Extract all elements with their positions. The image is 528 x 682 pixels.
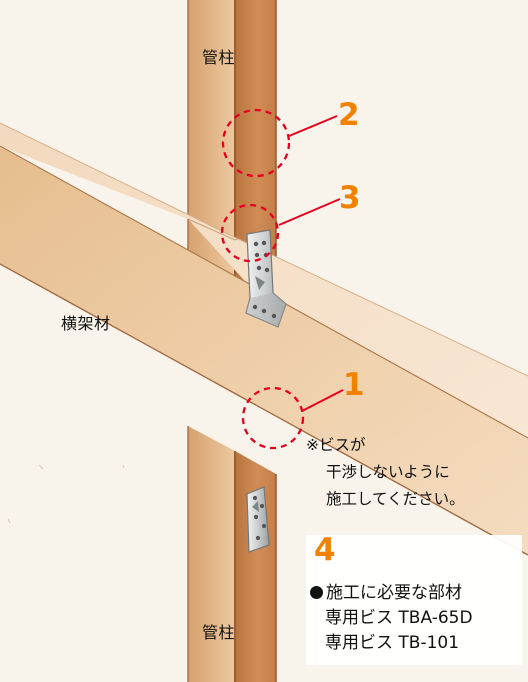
callout-line-3: [278, 198, 341, 226]
callout-line-2: [288, 115, 338, 137]
callout-line-1: [301, 389, 344, 412]
materials-panel: 4 施工に必要な部材 専用ビス TBA-65D 専用ビス TB-101: [306, 535, 522, 665]
note-line-3: 施工してください。: [326, 490, 465, 508]
post-label-bottom: 管柱: [202, 623, 236, 642]
marker-number-1: 1: [343, 367, 365, 403]
dashed-circle-1: [241, 386, 305, 450]
post-lower-left-face: [188, 426, 235, 682]
beam-label: 横架材: [61, 314, 111, 333]
beam-back-edge: [0, 122, 528, 377]
marker-number-4: 4: [314, 532, 336, 568]
materials-heading-text: 施工に必要な部材: [326, 583, 462, 603]
post-label-top: 管柱: [202, 48, 236, 67]
lower-metal-bracket: [246, 486, 270, 553]
screw-item-2: 専用ビス TB-101: [325, 633, 460, 653]
upper-metal-bracket: [245, 229, 287, 328]
beam-post-joint-top: [187, 218, 277, 241]
dashed-circle-2: [221, 108, 291, 178]
marker-number-2: 2: [338, 97, 360, 133]
materials-heading: 施工に必要な部材: [310, 585, 462, 602]
bullet-icon: [310, 586, 323, 599]
screw-item-1: 専用ビス TBA-65D: [325, 608, 473, 628]
beam-front-face: [0, 146, 528, 555]
note-line-2: 干渉しないように: [326, 463, 450, 481]
post-lower-right-face: [235, 451, 276, 682]
fine-grain-mark: [7, 464, 125, 524]
dashed-circle-3: [220, 203, 280, 263]
beam-lower-edge: [0, 263, 528, 556]
marker-number-3: 3: [339, 180, 361, 216]
note-line-1: ※ビスが: [306, 436, 366, 454]
